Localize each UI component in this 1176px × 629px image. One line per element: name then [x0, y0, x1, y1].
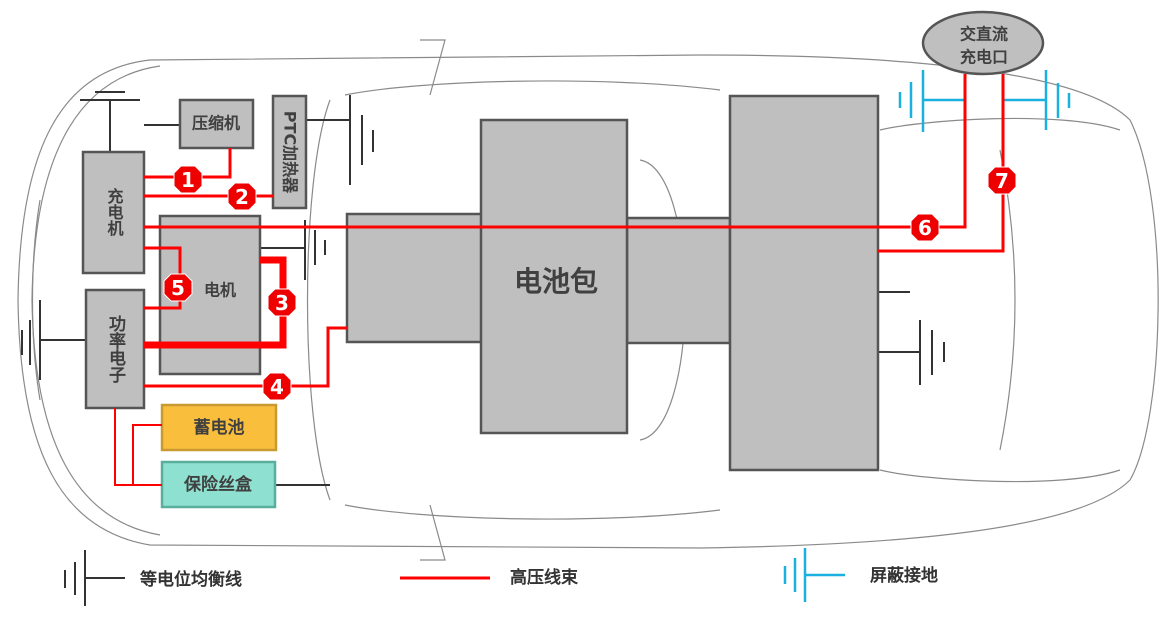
battery-pack-label: 电池包	[514, 265, 598, 298]
shield-ground-lines	[898, 70, 1071, 132]
legend-shield-ground-label: 屏蔽接地	[870, 565, 938, 586]
svg-text:7: 7	[995, 169, 1009, 193]
legend-equipotential-icon	[64, 550, 125, 606]
ptc-heater-label: PTC加热器	[281, 111, 300, 194]
badge-5: 5	[163, 273, 193, 302]
svg-text:5: 5	[171, 276, 185, 300]
harness-6	[144, 74, 967, 229]
badge-3: 3	[267, 288, 297, 317]
harness-7	[878, 74, 1005, 253]
badge-7: 7	[987, 166, 1017, 195]
badge-4: 4	[262, 372, 292, 401]
equipotential-ground-lines	[21, 91, 945, 486]
svg-text:4: 4	[270, 375, 284, 399]
badge-1: 1	[173, 165, 203, 194]
charger-label: 充电机	[105, 187, 124, 237]
fuse-box: 保险丝盒	[160, 460, 277, 509]
aux-battery: 蓄电池	[160, 403, 278, 452]
svg-text:2: 2	[235, 185, 249, 209]
legend-equipotential-label: 等电位均衡线	[140, 569, 242, 590]
svg-text:6: 6	[918, 216, 932, 240]
charge-port: 交直流 充电口	[921, 10, 1045, 76]
ptc-heater: PTC加热器	[271, 94, 308, 210]
fuse-box-label: 保险丝盒	[183, 474, 253, 495]
harness-1	[144, 148, 232, 179]
power-electronics: 功率电子	[84, 288, 146, 410]
legend: 等电位均衡线 高压线束 屏蔽接地	[64, 548, 938, 606]
power-electronics-label: 功率电子	[105, 315, 126, 384]
fuse-wiring	[114, 408, 162, 486]
compressor: 压缩机	[178, 98, 255, 150]
aux-battery-label: 蓄电池	[194, 417, 245, 438]
charge-port-label-2: 充电口	[960, 48, 1008, 67]
legend-shield-ground-icon	[783, 548, 845, 602]
harness-badges: 1 2 3 4 5 6 7	[163, 165, 1017, 401]
charge-port-label-1: 交直流	[960, 25, 1008, 44]
battery-pack: 电池包	[345, 94, 880, 472]
harness-4	[144, 326, 347, 388]
compressor-label: 压缩机	[192, 114, 240, 133]
motor-label: 电机	[204, 281, 236, 300]
badge-6: 6	[910, 213, 940, 242]
legend-high-voltage-label: 高压线束	[510, 567, 578, 588]
svg-text:3: 3	[275, 291, 289, 315]
svg-text:1: 1	[181, 168, 195, 192]
car-outline	[17, 39, 1159, 561]
badge-2: 2	[227, 182, 257, 211]
charger: 充电机	[81, 150, 146, 275]
